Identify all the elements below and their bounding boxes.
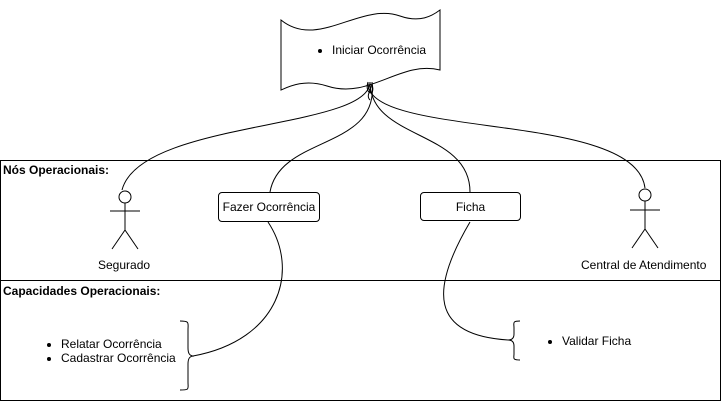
lane-title-capacidades: Capacidades Operacionais: — [3, 284, 161, 298]
actor-central-label: Central de Atendimento — [581, 258, 707, 272]
capability-item: Cadastrar Ocorrência — [61, 351, 176, 365]
node-fazer-ocorrencia-label: Fazer Ocorrência — [222, 200, 316, 214]
connector-knot — [366, 81, 374, 101]
lane-title-nos: Nós Operacionais: — [3, 163, 110, 177]
actor-segurado-label: Segurado — [98, 258, 151, 272]
connector-segurado — [121, 81, 371, 191]
node-fazer-ocorrencia[interactable]: Fazer Ocorrência — [218, 192, 320, 222]
connector-ficha — [369, 81, 471, 193]
capability-item: Relatar Ocorrência — [61, 337, 176, 351]
connector-central — [367, 81, 646, 189]
brace-group2-icon — [507, 320, 521, 361]
actor-central-icon — [630, 188, 660, 249]
connector-fazer-to-braces — [192, 221, 283, 357]
node-ficha[interactable]: Ficha — [420, 192, 521, 221]
capability-item: Validar Ficha — [562, 334, 631, 348]
node-ficha-label: Ficha — [455, 199, 486, 214]
banner-item: Iniciar Ocorrência — [332, 43, 426, 57]
capability-group2: Validar Ficha — [548, 334, 631, 348]
banner-list: Iniciar Ocorrência — [318, 43, 426, 57]
connector-fazer-ocorrencia — [269, 81, 373, 193]
brace-group1-icon — [179, 320, 195, 391]
actor-segurado-icon — [110, 190, 140, 250]
capability-group1: Relatar Ocorrência Cadastrar Ocorrência — [47, 337, 176, 365]
connector-ficha-to-braces — [443, 221, 509, 341]
banner-shape — [280, 9, 441, 91]
